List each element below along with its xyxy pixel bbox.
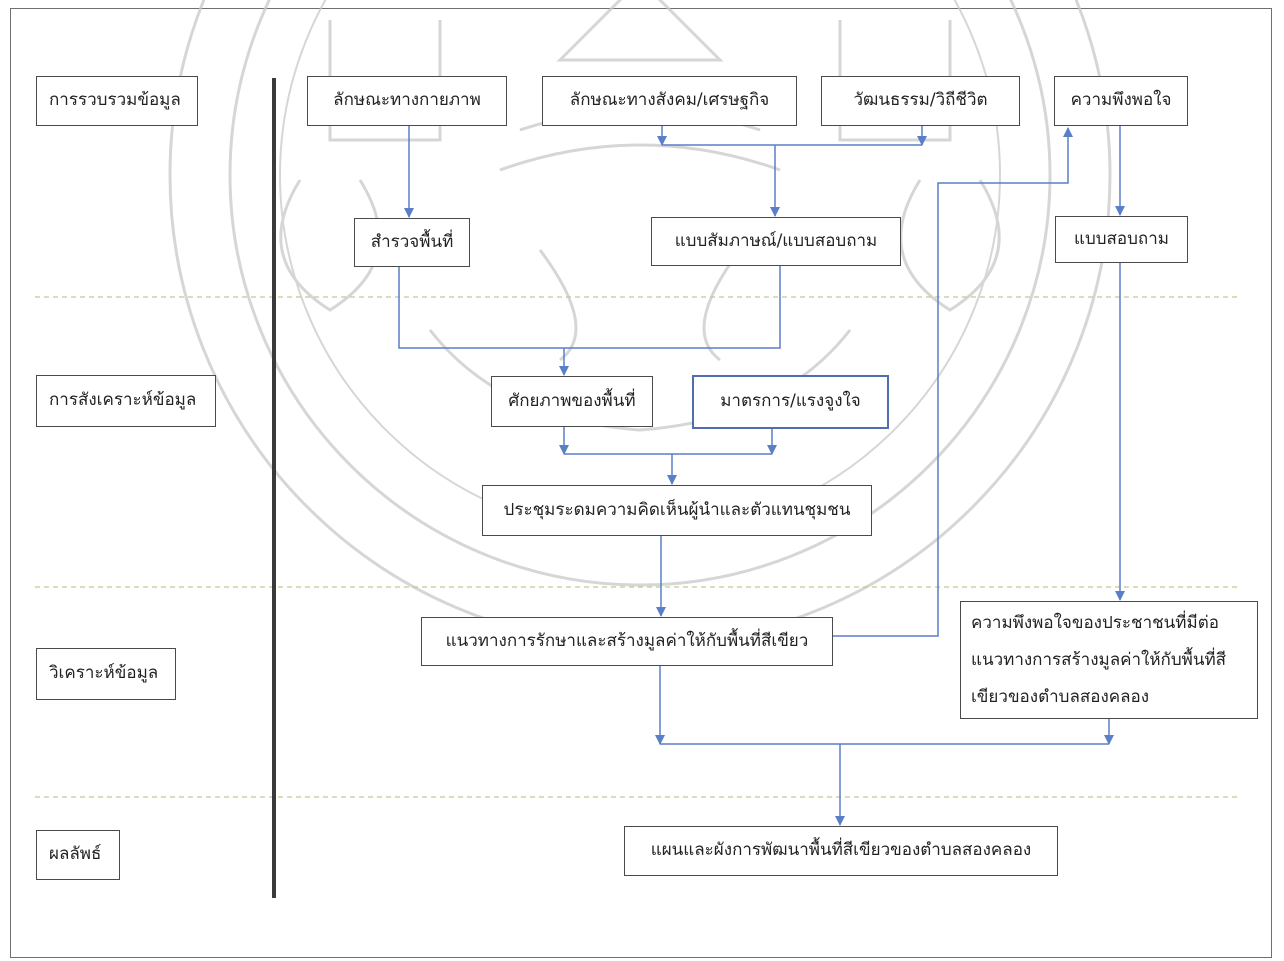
node-citizen-satisfaction: ความพึงพอใจของประชาชนที่มีต่อแนวทางการสร…	[960, 601, 1258, 719]
merge-line-survey-interview	[398, 266, 781, 349]
node-guidelines: แนวทางการรักษาและสร้างมูลค่าให้กับพื้นที…	[421, 617, 833, 666]
node-plan: แผนและผังการพัฒนาพื้นที่สีเขียวของตำบลสอ…	[624, 826, 1058, 876]
stage-analyze: วิเคราะห์ข้อมูล	[36, 648, 176, 700]
page-frame	[10, 8, 1272, 958]
node-interview: แบบสัมภาษณ์/แบบสอบถาม	[651, 217, 901, 266]
stage-collect: การรวบรวมข้อมูล	[36, 76, 198, 126]
stage-output: ผลลัพธ์	[36, 830, 120, 880]
node-questionnaire: แบบสอบถาม	[1055, 216, 1188, 263]
node-satisfaction: ความพึงพอใจ	[1054, 76, 1188, 126]
node-potential: ศักยภาพของพื้นที่	[491, 376, 653, 427]
stage-synthesize: การสังเคราะห์ข้อมูล	[36, 375, 216, 427]
node-social-economic: ลักษณะทางสังคม/เศรษฐกิจ	[542, 76, 797, 126]
node-meeting: ประชุมระดมความคิดเห็นผู้นำและตัวแทนชุมชน	[482, 485, 872, 536]
arrow-guidelines-satisfaction	[833, 127, 1073, 637]
node-survey: สำรวจพื้นที่	[354, 218, 470, 267]
stage-separators	[35, 296, 1238, 798]
node-measures: มาตรการ/แรงจูงใจ	[692, 375, 889, 429]
node-physical: ลักษณะทางกายภาพ	[307, 76, 507, 126]
node-culture: วัฒนธรรม/วิถีชีวิต	[821, 76, 1020, 126]
